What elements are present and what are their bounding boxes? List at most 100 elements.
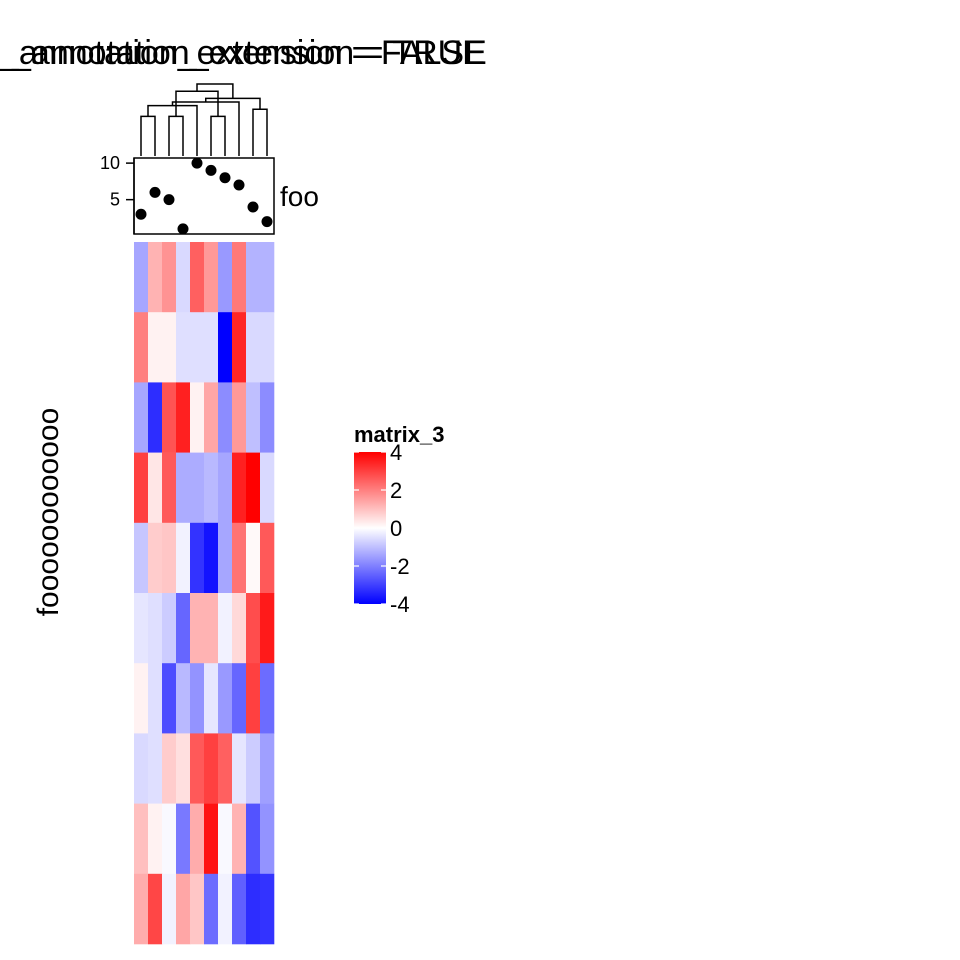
heatmap-cell-r5-c5 — [190, 522, 205, 594]
heatmap-cell-r4-c8 — [232, 452, 247, 524]
heatmap-cell-r3-c1 — [134, 382, 149, 453]
heatmap-cell-r3-c4 — [176, 382, 191, 453]
heatmap-cell-r7-c2 — [148, 663, 163, 734]
heatmap-cell-r5-c7 — [218, 522, 233, 594]
heatmap-cell-r1-c4 — [176, 242, 191, 313]
heatmap-cell-r4-c2 — [148, 452, 163, 524]
heatmap-cell-r8-c4 — [176, 733, 191, 804]
title-annotation-extension-true: _annotation_extension = TRUE — [11, 34, 485, 72]
heatmap-cell-r7-c8 — [232, 663, 247, 734]
heatmap-cell-r3-c9 — [246, 382, 261, 453]
dendrogram-branch-5 — [252, 108, 268, 156]
heatmap-cell-r1-c1 — [134, 242, 149, 313]
heatmap-cell-r9-c7 — [218, 803, 233, 875]
heatmap-cell-r2-c10 — [260, 312, 275, 383]
heatmap-cell-r2-c6 — [204, 312, 219, 383]
heatmap-cell-r2-c7 — [218, 312, 233, 383]
annotation-y-tick-label: 5 — [110, 190, 120, 210]
heatmap-cell-r3-c5 — [190, 382, 205, 453]
heatmap-cell-r9-c2 — [148, 803, 163, 875]
dendrogram-branch-9 — [196, 83, 234, 99]
heatmap-cell-r10-c2 — [148, 873, 163, 945]
heatmap-cell-r9-c8 — [232, 803, 247, 875]
annotation-point-4 — [177, 223, 189, 235]
heatmap-cell-r2-c9 — [246, 312, 261, 383]
dendrogram-branch-2 — [168, 115, 184, 156]
heatmap-cell-r9-c4 — [176, 803, 191, 875]
heatmap-cell-r4-c3 — [162, 452, 177, 524]
heatmap-cell-r5-c8 — [232, 522, 247, 594]
heatmap-cell-r9-c5 — [190, 803, 205, 875]
heatmap-cell-r7-c1 — [134, 663, 149, 734]
dendrogram-branch-1 — [140, 115, 156, 156]
heatmap-cell-r1-c3 — [162, 242, 177, 313]
heatmap-cell-r6-c10 — [260, 593, 275, 664]
heatmap-cell-r5-c9 — [246, 522, 261, 594]
heatmap-cell-r1-c9 — [246, 242, 261, 313]
row-title: foooooooooooo — [32, 408, 65, 617]
heatmap-cell-r1-c8 — [232, 242, 247, 313]
heatmap-cell-r8-c10 — [260, 733, 275, 804]
heatmap-cell-r1-c6 — [204, 242, 219, 313]
heatmap-cell-r7-c10 — [260, 663, 275, 734]
heatmap-cell-r4-c1 — [134, 452, 149, 524]
heatmap-cell-r5-c3 — [162, 522, 177, 594]
annotation-point-10 — [261, 216, 273, 228]
heatmap-cell-r9-c10 — [260, 803, 275, 875]
heatmap-cell-r6-c6 — [204, 593, 219, 664]
heatmap-cell-r10-c1 — [134, 873, 149, 945]
heatmap-cell-r8-c1 — [134, 733, 149, 804]
heatmap-cell-r7-c7 — [218, 663, 233, 734]
heatmap-cell-r4-c7 — [218, 452, 233, 524]
heatmap-cell-r6-c7 — [218, 593, 233, 664]
heatmap-cell-r9-c6 — [204, 803, 219, 875]
colorbar-label: 4 — [390, 440, 402, 465]
heatmap-cell-r5-c1 — [134, 522, 149, 594]
heatmap-cell-r6-c8 — [232, 593, 247, 664]
heatmap-cell-r10-c4 — [176, 873, 191, 945]
heatmap-cell-r4-c9 — [246, 452, 261, 524]
heatmap-cell-r4-c5 — [190, 452, 205, 524]
heatmap-cell-r4-c10 — [260, 452, 275, 524]
heatmap-cell-r3-c6 — [204, 382, 219, 453]
heatmap-cell-r6-c3 — [162, 593, 177, 664]
heatmap-cell-r5-c6 — [204, 522, 219, 594]
heatmap-cell-r5-c4 — [176, 522, 191, 594]
annotation-name: foo — [280, 181, 319, 212]
heatmap-cell-r10-c5 — [190, 873, 205, 945]
heatmap-cell-r2-c3 — [162, 312, 177, 383]
heatmap-cell-r8-c6 — [204, 733, 219, 804]
heatmap-cell-r1-c2 — [148, 242, 163, 313]
heatmap-cell-r9-c9 — [246, 803, 261, 875]
heatmap-cell-r10-c3 — [162, 873, 177, 945]
heatmap-cell-r2-c8 — [232, 312, 247, 383]
annotation-point-9 — [247, 201, 259, 213]
annotation-point-7 — [219, 172, 231, 184]
heatmap-cell-r2-c2 — [148, 312, 163, 383]
heatmap-cell-r7-c9 — [246, 663, 261, 734]
heatmap-cell-r8-c8 — [232, 733, 247, 804]
points-annotation-foo: 5 10 foo — [100, 153, 319, 235]
annotation-point-2 — [149, 186, 161, 198]
heatmap-cell-r8-c7 — [218, 733, 233, 804]
annotation-point-5 — [191, 157, 203, 169]
annotation-point-1 — [135, 208, 147, 220]
heatmap-cell-r10-c7 — [218, 873, 233, 945]
heatmap-cell-r9-c3 — [162, 803, 177, 875]
heatmap-cell-r7-c5 — [190, 663, 205, 734]
annotation-point-8 — [233, 179, 245, 191]
heatmap-cell-r3-c2 — [148, 382, 163, 453]
annotation-point-6 — [205, 164, 217, 176]
annotation-y-tick-label: 10 — [100, 153, 120, 173]
heatmap-body — [134, 242, 275, 945]
heatmap-cell-r5-c10 — [260, 522, 275, 594]
dendrogram-branch-8 — [205, 97, 261, 110]
heatmap-cell-r6-c9 — [246, 593, 261, 664]
heatmap-cell-r8-c5 — [190, 733, 205, 804]
heatmap-cell-r1-c7 — [218, 242, 233, 313]
heatmap-cell-r6-c1 — [134, 593, 149, 664]
dendrogram-branch-3 — [210, 115, 226, 156]
heatmap-cell-r2-c5 — [190, 312, 205, 383]
heatmap-cell-r6-c5 — [190, 593, 205, 664]
heatmap-cell-r3-c8 — [232, 382, 247, 453]
